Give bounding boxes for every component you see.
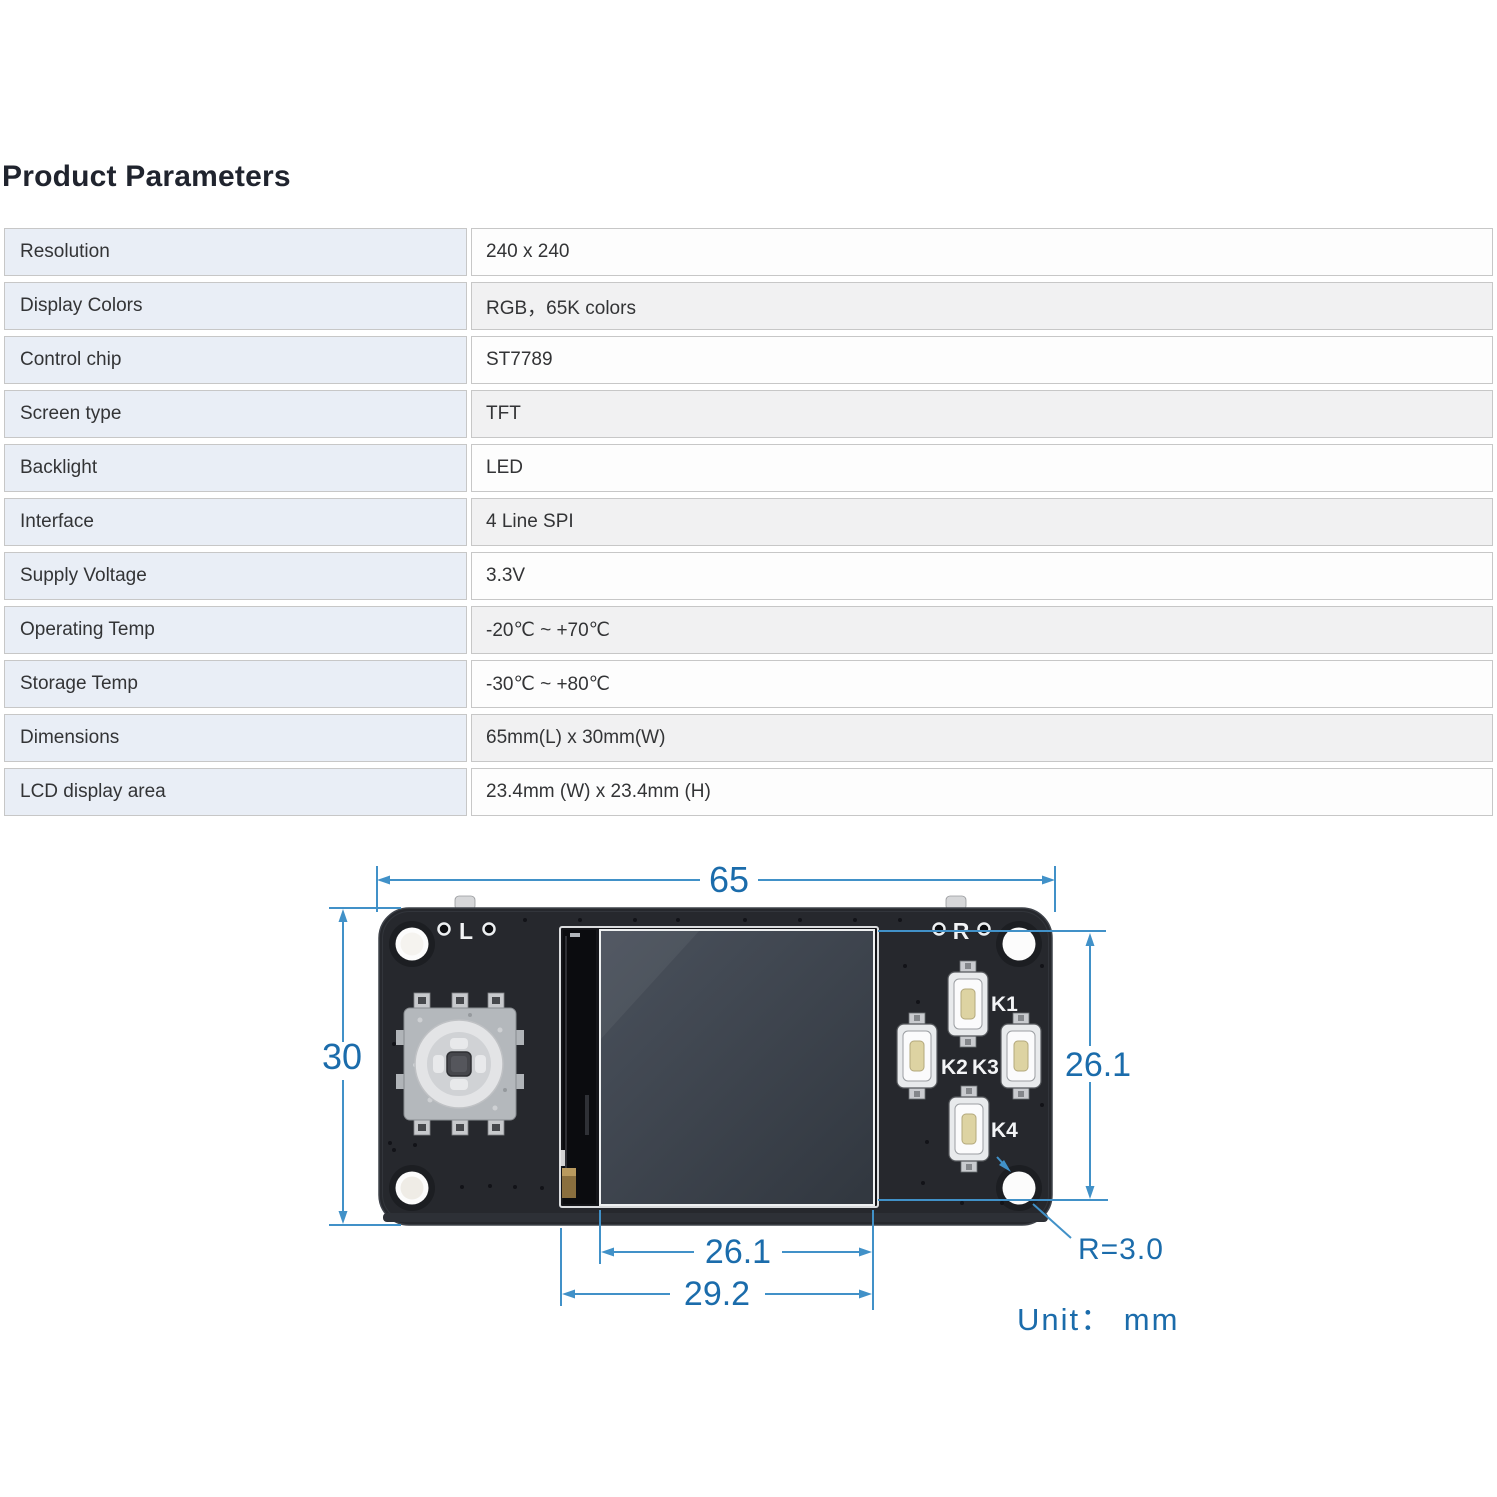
standoff-peg-right [945, 895, 967, 911]
joystick [396, 992, 524, 1136]
button-k1-label: K1 [991, 993, 1018, 1016]
button-k1 [947, 960, 989, 1048]
mounting-hole-bottom-left [395, 1171, 429, 1205]
flex-cable [563, 930, 596, 1204]
button-k3-label: K3 [972, 1056, 999, 1079]
unit-label: Unit： mm [1017, 1302, 1179, 1337]
pcb-board: L R [378, 895, 1053, 1226]
button-k2 [896, 1012, 938, 1100]
mounting-hole-top-right [1002, 927, 1036, 961]
spec-label-cell: Storage Temp [4, 660, 467, 708]
spec-label-cell: Control chip [4, 336, 467, 384]
spec-row: Storage Temp-30℃ ~ +80℃ [4, 660, 1493, 708]
joystick-cap [414, 1019, 504, 1109]
lcd-module [559, 926, 879, 1208]
lcd-module-outline [559, 926, 879, 1208]
spec-label-cell: Backlight [4, 444, 467, 492]
button-k2-label: K2 [941, 1056, 968, 1079]
dim-screen-width: 26.1 [705, 1233, 771, 1271]
spec-value-cell: 65mm(L) x 30mm(W) [471, 714, 1493, 762]
spec-label-cell: Resolution [4, 228, 467, 276]
joystick-pads [413, 992, 505, 1136]
spec-label-cell: Interface [4, 498, 467, 546]
marker-left-label: L [459, 918, 473, 944]
joystick-cap-notches [433, 1038, 486, 1090]
spec-value-cell: -30℃ ~ +80℃ [471, 660, 1493, 708]
mounting-holes [389, 921, 1042, 1211]
page-title: Product Parameters [2, 160, 291, 193]
spec-value-cell: RGB，65K colors [471, 282, 1493, 330]
marker-right: R [932, 918, 991, 944]
lcd-glass [599, 929, 875, 1206]
spec-value-cell: 3.3V [471, 552, 1493, 600]
button-k4-label: K4 [991, 1119, 1018, 1142]
spec-label-cell: Supply Voltage [4, 552, 467, 600]
spec-value-cell: 4 Line SPI [471, 498, 1493, 546]
mounting-hole-bottom-right [1002, 1171, 1036, 1205]
fiducial-circle-icon [437, 922, 451, 936]
marker-left: L [437, 918, 496, 944]
spec-label-cell: LCD display area [4, 768, 467, 816]
mounting-hole-top-left [395, 927, 429, 961]
dimension-labels: 65 30 26.1 26.1 29.2 R=3.0 Unit： mm [322, 859, 1179, 1337]
spec-value-cell: LED [471, 444, 1493, 492]
fiducial-circle-icon [482, 922, 496, 936]
spec-value-cell: ST7789 [471, 336, 1493, 384]
pcb-outline [378, 907, 1053, 1226]
spec-label-cell: Dimensions [4, 714, 467, 762]
dim-board-height: 30 [322, 1036, 362, 1077]
joystick-base [403, 1007, 517, 1121]
dimension-arrows [338, 875, 1095, 1299]
spec-label-cell: Screen type [4, 390, 467, 438]
spec-row: Operating Temp-20℃ ~ +70℃ [4, 606, 1493, 654]
dim-screen-height: 26.1 [1065, 1046, 1131, 1084]
spec-value-cell: -20℃ ~ +70℃ [471, 606, 1493, 654]
joystick-center [446, 1051, 472, 1077]
fiducial-circle-icon [932, 922, 946, 936]
dim-board-width: 65 [709, 859, 749, 900]
button-k4 [948, 1085, 990, 1173]
spec-label-cell: Display Colors [4, 282, 467, 330]
dimension-lines [329, 866, 1108, 1310]
button-k3 [1000, 1012, 1042, 1100]
flex-connector [562, 1168, 576, 1198]
spec-value-cell: 240 x 240 [471, 228, 1493, 276]
dim-module-width: 29.2 [684, 1275, 750, 1313]
spec-value-cell: TFT [471, 390, 1493, 438]
spec-label-cell: Operating Temp [4, 606, 467, 654]
marker-right-label: R [953, 918, 970, 944]
spec-value-cell: 23.4mm (W) x 23.4mm (H) [471, 768, 1493, 816]
dim-corner-radius: R=3.0 [1078, 1233, 1164, 1266]
via-dots [388, 918, 1044, 1205]
fiducial-circle-icon [977, 922, 991, 936]
standoff-peg-left [454, 895, 476, 911]
